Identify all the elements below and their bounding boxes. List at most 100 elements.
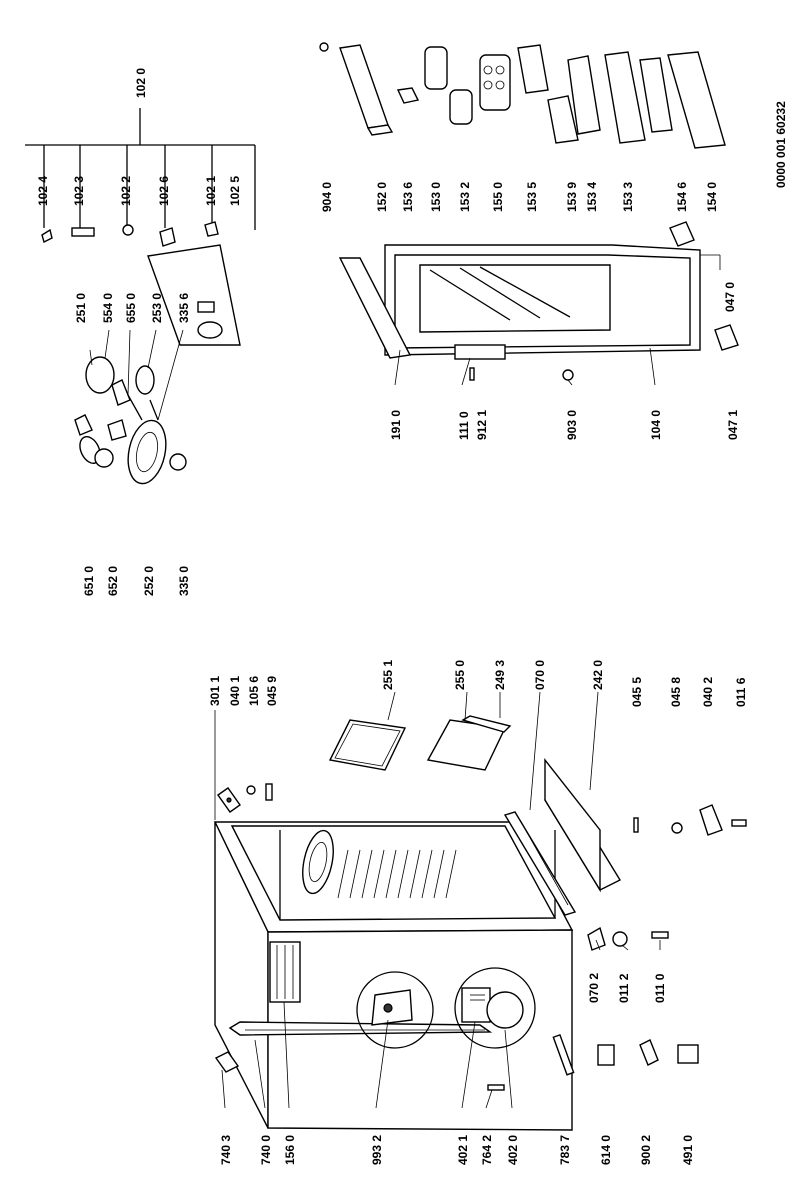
- label-1023: 102 3: [72, 176, 86, 206]
- hinge-part-0470: [669, 221, 695, 247]
- label-2510: 251 0: [74, 293, 88, 323]
- label-2493: 249 3: [493, 660, 507, 690]
- label-5540: 554 0: [101, 293, 115, 323]
- label-1040: 104 0: [649, 410, 663, 440]
- label-1560: 156 0: [283, 1135, 297, 1165]
- cabinet-shelf-ribs: [337, 849, 457, 899]
- foot-part-7403: [214, 1051, 240, 1073]
- label-0471: 047 1: [726, 410, 740, 440]
- part-group-1020: [25, 108, 256, 346]
- washer-part-1056: [246, 785, 256, 795]
- label-0112: 011 2: [617, 973, 631, 1003]
- label-1536: 153 6: [401, 182, 415, 212]
- label-1520: 152 0: [375, 182, 389, 212]
- label-1546: 154 6: [675, 182, 689, 212]
- handle-part-1110: [454, 344, 506, 360]
- shelf-trim-2493: [461, 715, 512, 733]
- label-6520: 652 0: [106, 566, 120, 596]
- label-0700: 070 0: [533, 660, 547, 690]
- label-2550: 255 0: [453, 660, 467, 690]
- screw-part-0455: [633, 817, 639, 833]
- label-9040: 904 0: [320, 182, 334, 212]
- cover-part-9002: [639, 1039, 659, 1066]
- label-2420: 242 0: [591, 660, 605, 690]
- clip-part-9030: [562, 369, 574, 381]
- label-3011: 301 1: [208, 676, 222, 706]
- label-7400: 740 0: [259, 1135, 273, 1165]
- label-1910: 191 0: [389, 410, 403, 440]
- part-labels: 740 3 740 0 156 0 993 2 402 1 764 2 402 …: [36, 68, 788, 1165]
- screw-part-0110: [651, 931, 669, 939]
- door-bins-group: [319, 42, 726, 149]
- thermostat-assembly-group: [74, 356, 187, 485]
- label-0702: 070 2: [587, 973, 601, 1003]
- label-1533: 153 3: [621, 182, 635, 212]
- door-gasket-1910: [338, 257, 412, 359]
- label-9002: 900 2: [639, 1135, 653, 1165]
- condenser-grill-part: [269, 941, 301, 1003]
- label-1022: 102 2: [119, 176, 133, 206]
- bracket-part-0402: [699, 804, 723, 836]
- label-6550: 655 0: [124, 293, 138, 323]
- label-7837: 783 7: [558, 1135, 572, 1165]
- label-4910: 491 0: [681, 1135, 695, 1165]
- label-9030: 903 0: [565, 410, 579, 440]
- screw-part-9121: [469, 367, 475, 381]
- label-1026: 102 6: [157, 176, 171, 206]
- hinge-part-0401: [217, 787, 241, 813]
- label-0116: 011 6: [734, 677, 748, 707]
- drawing-number: 0000 001 60232: [774, 101, 788, 188]
- label-0470: 047 0: [723, 282, 737, 312]
- label-0455: 045 5: [630, 677, 644, 707]
- screw-part-0458: [671, 822, 683, 834]
- detail-circle-lamp: [356, 971, 434, 1049]
- crisper-drawer-part: [544, 757, 621, 893]
- label-1530: 153 0: [429, 182, 443, 212]
- label-9121: 912 1: [475, 410, 489, 440]
- label-1024: 102 4: [36, 176, 50, 206]
- label-1532: 153 2: [458, 182, 472, 212]
- label-0401: 040 1: [228, 676, 242, 706]
- label-0459: 045 9: [265, 676, 279, 706]
- label-7403: 740 3: [219, 1135, 233, 1165]
- hinge-part-0471: [714, 324, 739, 351]
- base-trim-part: [503, 811, 577, 916]
- relay-part-6140: [597, 1044, 615, 1066]
- sensor-part-7642: [487, 1084, 505, 1091]
- label-1021: 102 1: [204, 176, 218, 206]
- label-3350: 335 0: [177, 566, 191, 596]
- cabinet-thermostat-housing: [302, 829, 334, 895]
- pin-part-0459: [265, 783, 273, 801]
- label-3356: 335 6: [177, 293, 191, 323]
- label-2520: 252 0: [142, 566, 156, 596]
- label-9932: 993 2: [370, 1135, 384, 1165]
- glass-shelf-2551: [328, 719, 407, 771]
- clip-part-0702: [587, 926, 606, 951]
- detail-circle-compressor: [454, 967, 536, 1049]
- label-1550: 155 0: [491, 182, 505, 212]
- label-0110: 011 0: [653, 973, 667, 1003]
- label-1020: 102 0: [134, 68, 148, 98]
- label-1540: 154 0: [705, 182, 719, 212]
- label-0402: 040 2: [701, 677, 715, 707]
- leader-lines: [89, 254, 721, 1109]
- tube-part-7837: [552, 1033, 575, 1076]
- label-2530: 253 0: [150, 293, 164, 323]
- label-1056: 105 6: [247, 676, 261, 706]
- label-4020: 402 0: [506, 1135, 520, 1165]
- label-0458: 045 8: [669, 677, 683, 707]
- label-1535: 153 5: [525, 182, 539, 212]
- label-6510: 651 0: [82, 566, 96, 596]
- label-6140: 614 0: [599, 1135, 613, 1165]
- label-1539: 153 9: [565, 182, 579, 212]
- label-7642: 764 2: [480, 1135, 494, 1165]
- label-1534: 153 4: [585, 182, 599, 212]
- door-assembly-group: [384, 244, 701, 356]
- label-1110: 111 0: [457, 411, 471, 440]
- box-part-4910: [677, 1044, 699, 1064]
- label-1025: 102 5: [228, 176, 242, 206]
- label-2551: 255 1: [381, 660, 395, 690]
- cap-part-0112: [612, 931, 628, 947]
- label-4021: 402 1: [456, 1135, 470, 1165]
